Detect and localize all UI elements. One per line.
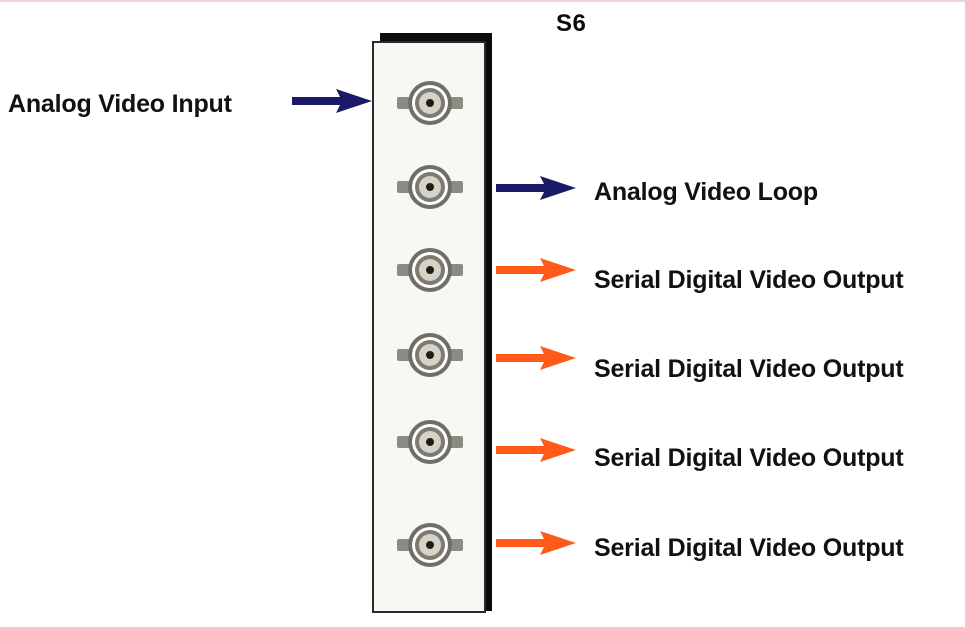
rear-panel [372,41,486,613]
slot-label: S6 [556,10,587,37]
loop-arrow-icon [496,176,576,200]
input-label: Analog Video Input [8,90,232,118]
bnc-connector-icon [397,523,463,567]
output-label: Serial Digital Video Output [594,534,904,562]
bnc-connector-icon [397,333,463,377]
output-arrow-icon [496,258,576,282]
output-arrow-icon [496,531,576,555]
output-label: Serial Digital Video Output [594,266,904,294]
bnc-connector-icon [397,165,463,209]
output-arrow-icon [496,346,576,370]
bnc-connector-icon [397,81,463,125]
output-label: Serial Digital Video Output [594,355,904,383]
bnc-connector-icon [397,248,463,292]
output-label: Serial Digital Video Output [594,444,904,472]
loop-output-label: Analog Video Loop [594,178,818,206]
bnc-connector-icon [397,420,463,464]
input-arrow-icon [292,89,372,113]
output-arrow-icon [496,438,576,462]
top-border [0,0,965,2]
